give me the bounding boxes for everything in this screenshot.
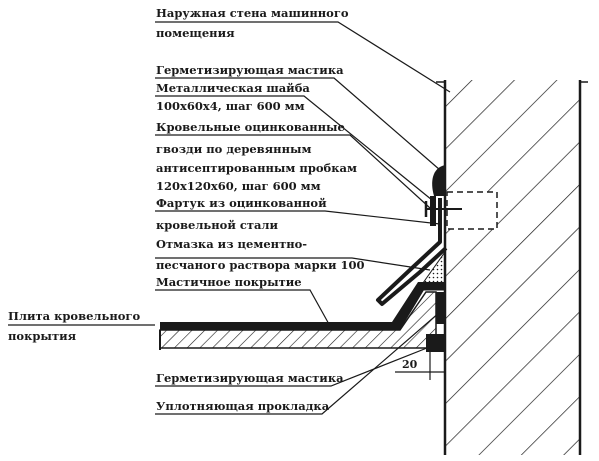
metal-washer	[430, 196, 436, 226]
dimension-gap: 20	[395, 352, 446, 380]
label-gasket: Уплотняющая прокладка	[156, 399, 330, 413]
label-washer: Металлическая шайба	[156, 81, 310, 95]
gasket	[436, 292, 445, 324]
label-nails-3: антисептированным пробкам	[156, 161, 357, 175]
label-outer-wall: Наружная стена машинного	[156, 6, 349, 20]
sealant-bottom	[426, 334, 445, 352]
flashing-apron	[376, 198, 448, 306]
dimension-label: 20	[402, 358, 418, 371]
mastic-cover	[160, 282, 445, 330]
label-flashing: Фартук из оцинкованной	[156, 196, 327, 210]
label-roof-slab-2: покрытия	[8, 329, 77, 343]
label-mastic-cover: Мастичное покрытие	[156, 275, 302, 289]
label-flashing-2: кровельной стали	[156, 218, 279, 232]
label-washer-2: 100х60х4, шаг 600 мм	[156, 99, 305, 113]
label-nails: Кровельные оцинкованные	[156, 120, 345, 134]
label-sealant-top: Герметизирующая мастика	[156, 63, 344, 77]
sealant-top	[432, 165, 445, 196]
label-sealant-bottom: Герметизирующая мастика	[156, 371, 344, 385]
label-outer-wall-2: помещения	[156, 26, 235, 40]
label-nails-4: 120х120х60, шаг 600 мм	[156, 179, 321, 193]
label-nails-2: гвозди по деревянным	[156, 142, 312, 156]
label-mortar-2: песчаного раствора марки 100	[156, 258, 365, 272]
outer-wall	[436, 80, 588, 455]
wooden-plug	[446, 191, 498, 230]
label-mortar: Отмазка из цементно-	[156, 237, 307, 251]
leader-lines	[8, 21, 451, 415]
label-roof-slab: Плита кровельного	[8, 309, 140, 323]
